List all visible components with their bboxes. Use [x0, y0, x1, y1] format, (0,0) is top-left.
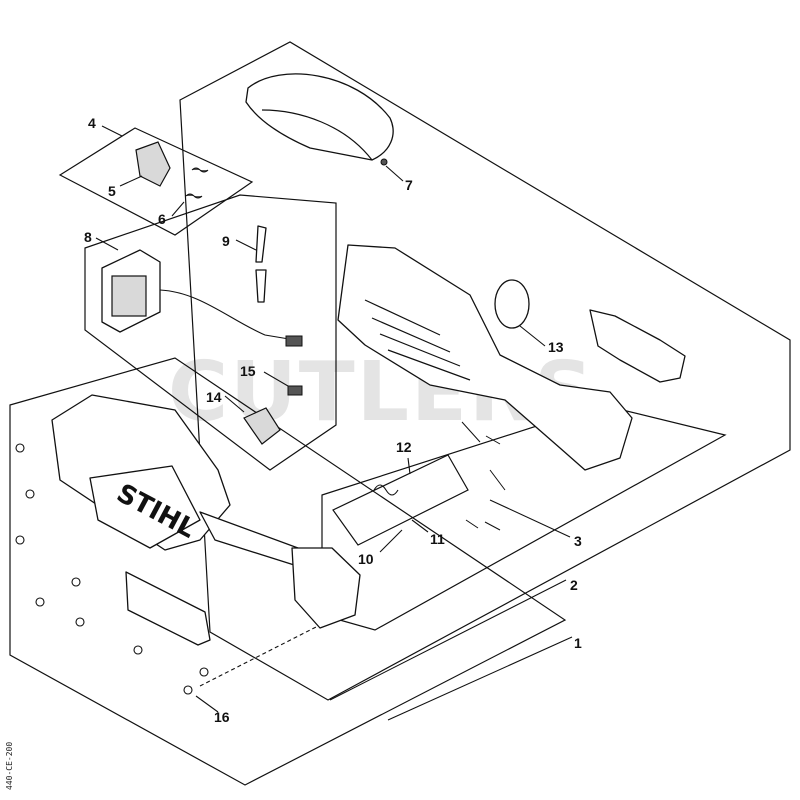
- kit-frame-4: [58, 127, 254, 236]
- callout-6: 6: [158, 211, 166, 227]
- callout-5: 5: [108, 183, 116, 199]
- callout-14: 14: [206, 389, 222, 405]
- screw: [35, 597, 45, 607]
- spring-12: [373, 484, 399, 496]
- callout-13: 13: [548, 339, 564, 355]
- callout-11: 11: [430, 531, 445, 547]
- screw: [25, 489, 35, 499]
- screw: [15, 443, 25, 453]
- screw: [75, 617, 85, 627]
- housing-ribs: [364, 299, 471, 381]
- spring-part-lower: [185, 193, 203, 199]
- leader-lines: [95, 125, 573, 721]
- callout-7: 7: [405, 177, 413, 193]
- callout-3: 3: [574, 533, 582, 549]
- screw: [183, 685, 193, 695]
- screw-set: [15, 443, 209, 695]
- screw-dash-line: [199, 625, 319, 687]
- group-frame-8: [84, 194, 337, 471]
- callout-1: 1: [574, 635, 582, 651]
- contact-module-face: [111, 275, 147, 317]
- seal-disc-part: [494, 279, 530, 329]
- grip-cover-part: [291, 547, 361, 629]
- callout-12: 12: [396, 439, 412, 455]
- latch-part: [135, 141, 171, 187]
- screw: [15, 535, 25, 545]
- screw: [199, 667, 209, 677]
- strip-part-lower: [255, 269, 267, 303]
- callout-10: 10: [358, 551, 374, 567]
- callout-4: 4: [88, 115, 96, 131]
- small-switch-part: [287, 385, 303, 396]
- callout-16: 16: [214, 709, 230, 725]
- callout-15: 15: [240, 363, 256, 379]
- screw: [71, 577, 81, 587]
- top-cover-part: [245, 73, 394, 161]
- loose-cover-part: [125, 571, 211, 646]
- handle-bracket-part: [589, 309, 686, 383]
- assembly-frame-2: [179, 41, 791, 701]
- drawing-code: 440-CE-200: [5, 742, 14, 790]
- trigger-switch-part: [243, 407, 281, 445]
- callout-9: 9: [222, 233, 230, 249]
- kit-small-parts: [461, 421, 506, 531]
- callout-8: 8: [84, 229, 92, 245]
- brand-panel: [89, 465, 201, 549]
- top-cover-edge: [261, 109, 373, 161]
- spring-part-upper: [191, 167, 209, 173]
- assembly-frame-1: [9, 357, 567, 786]
- screw: [133, 645, 143, 655]
- top-cover-clip: [380, 158, 388, 166]
- housing-right-shell: [337, 244, 633, 471]
- contact-module-cable: [159, 289, 296, 341]
- callout-2: 2: [570, 577, 578, 593]
- cable-connector: [285, 335, 303, 347]
- strip-part-upper: [255, 225, 267, 263]
